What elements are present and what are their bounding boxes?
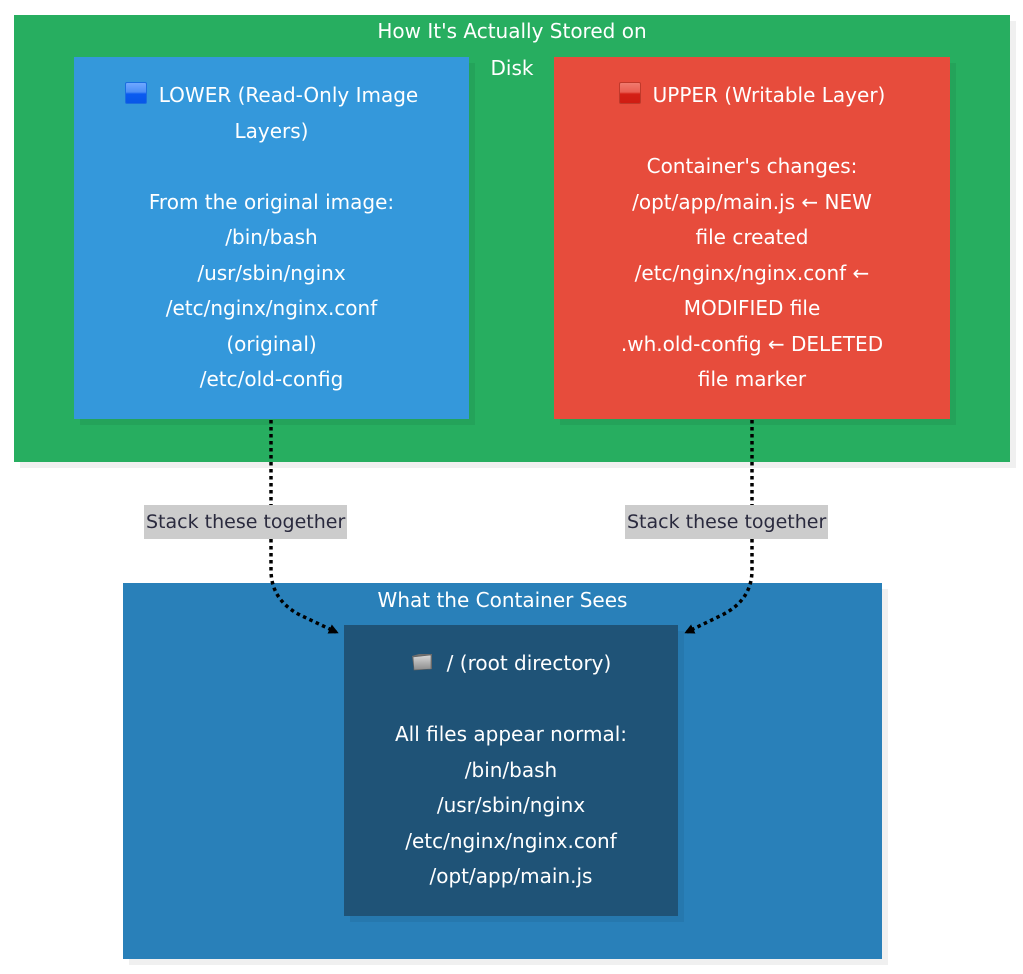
lower-layer-title-line1: LOWER (Read-Only Image [158,83,419,107]
upper-layer-line: /opt/app/main.js ← NEW [632,189,872,214]
upper-layer-line: MODIFIED file [683,296,821,320]
storage-cluster-title-2: Disk [14,52,1010,85]
root-directory-line: /bin/bash [464,757,558,782]
upper-layer-node[interactable]: UPPER (Writable Layer) Container's chang… [554,57,950,419]
lower-layer-line: /bin/bash [225,225,318,249]
lower-layer-title: LOWER (Read-Only Image [74,78,469,114]
root-directory-title: / (root directory) [344,646,678,682]
upper-layer-title-text: UPPER (Writable Layer) [652,83,886,107]
folder-icon [411,647,433,671]
storage-cluster-title: How It's Actually Stored on [14,15,1010,48]
storage-cluster-title-line1: How It's Actually Stored on [377,19,647,43]
lower-layer-line: /etc/nginx/nginx.conf [165,296,378,320]
root-directory-line: /usr/sbin/nginx [436,793,586,817]
view-cluster-title: What the Container Sees [123,584,882,617]
edge-label-upper-text: Stack these together [627,511,827,533]
upper-layer-line: file created [695,225,809,249]
root-directory-line: /etc/nginx/nginx.conf [405,828,617,853]
edge-label-upper: Stack these together [625,505,829,539]
root-directory-line: All files appear normal: [395,722,627,746]
upper-layer-line: file marker [697,367,807,391]
storage-cluster-title-line2: Disk [490,56,534,80]
lower-layer-line: From the original image: [148,189,395,214]
lower-layer-line: /etc/old-config [199,367,344,391]
root-directory-line: /opt/app/main.js [429,864,593,888]
upper-layer-line: /etc/nginx/nginx.conf ← [634,260,870,285]
root-directory-node[interactable]: / (root directory) All files appear norm… [344,625,678,916]
lower-layer-line: (original) [226,331,317,356]
red-square-icon [618,82,641,104]
root-directory-title-text: / (root directory) [446,651,612,675]
upper-layer-title: UPPER (Writable Layer) [554,78,950,114]
blue-square-icon [124,82,147,104]
lower-layer-node[interactable]: LOWER (Read-Only Image Layers) From the … [74,57,469,419]
upper-layer-line: Container's changes: [646,154,858,178]
edge-label-lower: Stack these together [144,505,348,539]
lower-layer-line: /usr/sbin/nginx [197,260,346,285]
lower-layer-title-line2: Layers) [234,118,309,143]
edge-label-lower-text: Stack these together [146,511,346,533]
view-cluster-title-text: What the Container Sees [377,588,628,612]
upper-layer-line: .wh.old-config ← DELETED [620,331,884,356]
